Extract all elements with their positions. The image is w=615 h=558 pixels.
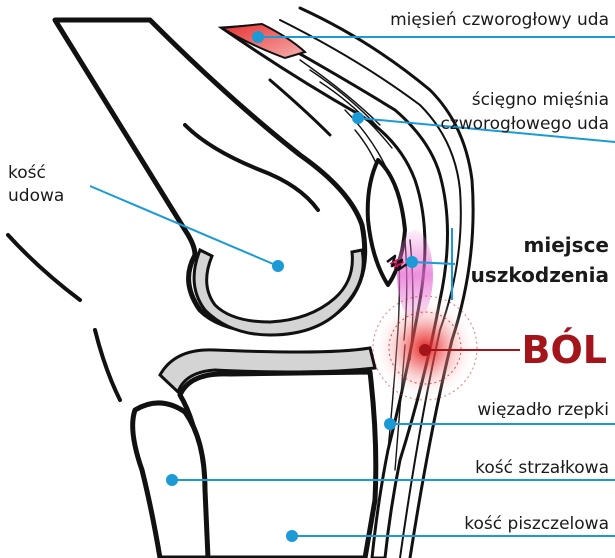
label-quadriceps-muscle: mięsień czworogłowy uda [390,10,609,30]
label-pain: BÓL [522,330,607,370]
tibia-bone [180,372,376,558]
label-tibia: kość piszczelowa [464,514,609,534]
label-injury-site-2: uszkodzenia [471,262,609,288]
label-quadriceps-tendon-1: ścięgno mięśnia [472,90,609,110]
label-fibula: kość strzałkowa [475,458,609,478]
label-femur-2: udowa [8,186,64,206]
label-injury-site-1: miejsce [524,232,609,258]
label-quadriceps-tendon-2: czworogłowego uda [440,114,609,134]
pain-dot [419,344,431,356]
label-femur-1: kość [8,163,46,183]
label-patellar-ligament: więzadło rzepki [477,400,609,420]
